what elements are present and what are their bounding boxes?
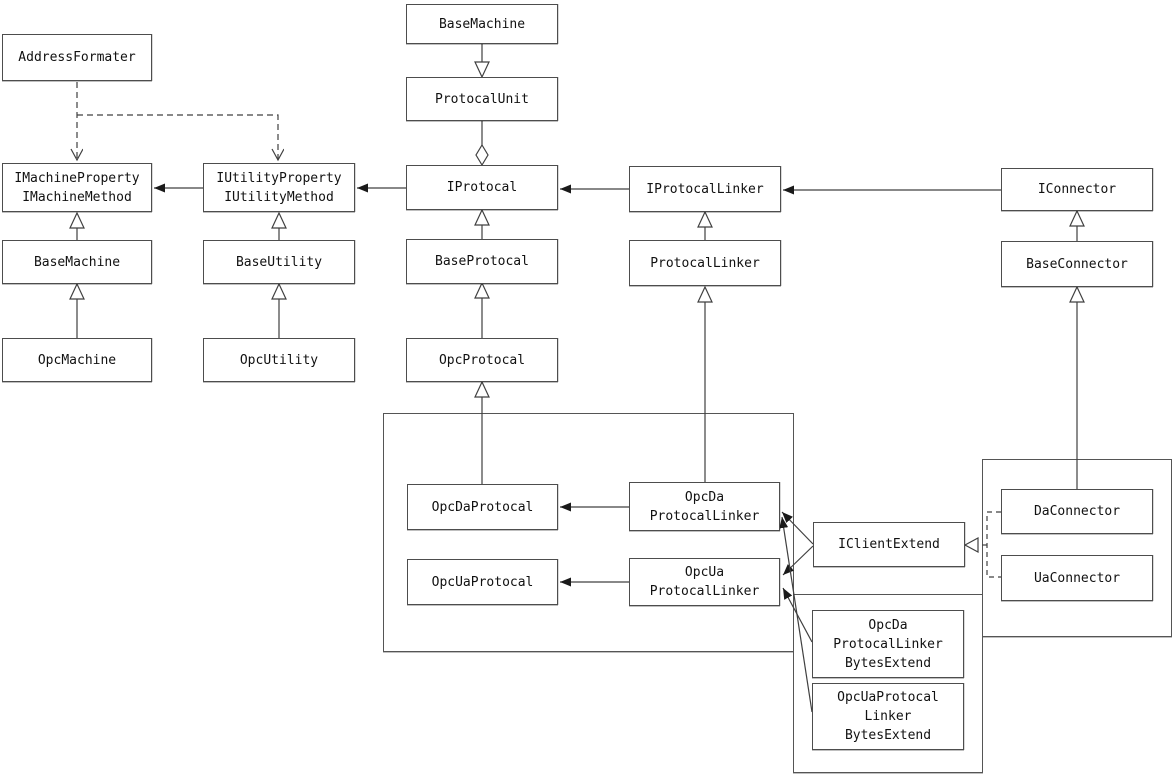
edge-connectors-iclientextend bbox=[986, 511, 1001, 578]
triangle-up bbox=[271, 282, 287, 300]
edge-iclientextend-opcdalinker bbox=[781, 511, 814, 545]
node-opc-ua-protocal: OpcUaProtocal bbox=[407, 559, 558, 605]
node-protocal-linker: ProtocalLinker bbox=[629, 240, 781, 286]
node-da-connector: DaConnector bbox=[1001, 489, 1153, 534]
node-base-machine-left: BaseMachine bbox=[2, 240, 152, 284]
node-base-connector: BaseConnector bbox=[1001, 241, 1153, 287]
node-iprotocal-linker: IProtocalLinker bbox=[629, 166, 781, 212]
edge-opcdabytes-opcualinker bbox=[782, 587, 813, 643]
node-base-machine-top: BaseMachine bbox=[406, 4, 558, 44]
triangle-up bbox=[474, 281, 490, 299]
node-address-formater: AddressFormater bbox=[2, 34, 152, 81]
node-ua-connector: UaConnector bbox=[1001, 555, 1153, 601]
node-imachine-interface: IMachineProperty IMachineMethod bbox=[2, 163, 152, 212]
node-iconnector: IConnector bbox=[1001, 168, 1153, 211]
node-opc-da-protocal-linker-bytes-extend: OpcDa ProtocalLinker BytesExtend bbox=[812, 610, 964, 678]
node-base-protocal: BaseProtocal bbox=[406, 239, 558, 284]
group-bytes-extend bbox=[793, 594, 983, 773]
node-opc-da-protocal: OpcDaProtocal bbox=[407, 484, 558, 530]
node-opc-ua-protocal-linker: OpcUa ProtocalLinker bbox=[629, 558, 780, 606]
triangle-up bbox=[474, 208, 490, 226]
node-opc-utility: OpcUtility bbox=[203, 338, 355, 382]
edge-iclientextend-opcualinker bbox=[782, 545, 814, 576]
aggregation-diamond bbox=[475, 143, 489, 167]
triangle-left bbox=[963, 536, 979, 554]
node-opc-protocal: OpcProtocal bbox=[406, 338, 558, 382]
triangle-up bbox=[697, 285, 713, 303]
node-opc-machine: OpcMachine bbox=[2, 338, 152, 382]
node-iclient-extend: IClientExtend bbox=[813, 522, 965, 567]
triangle-up bbox=[1069, 285, 1085, 303]
node-iprotocal: IProtocal bbox=[406, 165, 558, 210]
triangle-up bbox=[69, 211, 85, 229]
triangle-up bbox=[697, 210, 713, 228]
triangle-up bbox=[69, 282, 85, 300]
node-protocal-unit: ProtocalUnit bbox=[406, 77, 558, 121]
node-base-utility: BaseUtility bbox=[203, 240, 355, 284]
node-opc-ua-protocal-linker-bytes-extend: OpcUaProtocal Linker BytesExtend bbox=[812, 683, 964, 750]
triangle-up bbox=[271, 211, 287, 229]
triangle-up bbox=[474, 380, 490, 398]
group-opc-protocal-family bbox=[383, 413, 794, 652]
node-iutility-interface: IUtilityProperty IUtilityMethod bbox=[203, 163, 355, 212]
triangle-up bbox=[1069, 209, 1085, 227]
triangle-down bbox=[474, 61, 490, 79]
edge-addressformater-iutility bbox=[77, 114, 278, 160]
node-opc-da-protocal-linker: OpcDa ProtocalLinker bbox=[629, 482, 780, 531]
